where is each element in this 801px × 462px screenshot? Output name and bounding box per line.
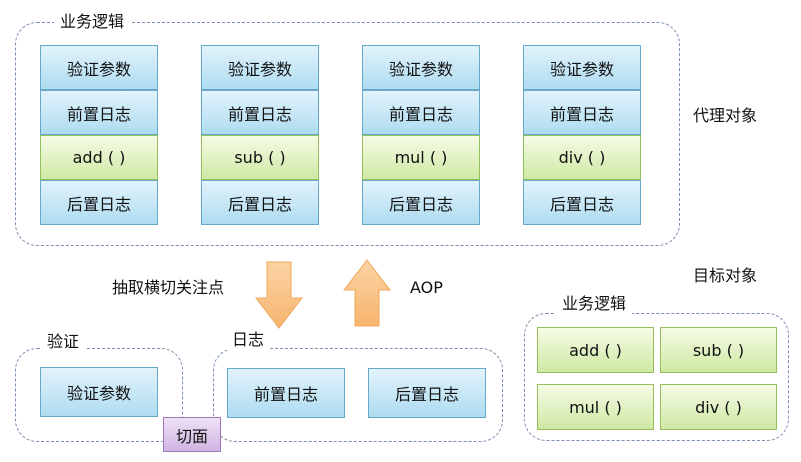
- up-arrow-icon: [342, 259, 392, 327]
- validate-params-box: 验证参数: [523, 45, 641, 90]
- pre-log-box: 前置日志: [523, 90, 641, 135]
- post-log-box: 后置日志: [523, 180, 641, 225]
- pre-log-box: 前置日志: [201, 90, 319, 135]
- target-logic-group-title: 业务逻辑: [556, 294, 633, 314]
- method-sub-box: sub ( ): [201, 135, 319, 180]
- method-mul-box: mul ( ): [362, 135, 480, 180]
- method-div-box: div ( ): [523, 135, 641, 180]
- method-mul-box: mul ( ): [537, 384, 654, 430]
- validation-group-title: 验证: [41, 332, 86, 352]
- target-object-label: 目标对象: [693, 266, 758, 285]
- target-logic-group: [524, 313, 789, 441]
- pre-log-box: 前置日志: [362, 90, 480, 135]
- method-sub-box: sub ( ): [660, 327, 777, 373]
- validate-params-box: 验证参数: [362, 45, 480, 90]
- log-group-title: 日志: [226, 330, 271, 350]
- business-logic-group-title: 业务逻辑: [54, 12, 131, 32]
- pre-log-box: 前置日志: [227, 368, 345, 418]
- validation-group: [15, 348, 183, 442]
- post-log-box: 后置日志: [40, 180, 158, 225]
- post-log-box: 后置日志: [201, 180, 319, 225]
- validate-params-box: 验证参数: [40, 45, 158, 90]
- aop-label: AOP: [410, 278, 443, 297]
- post-log-box: 后置日志: [368, 368, 486, 418]
- post-log-box: 后置日志: [362, 180, 480, 225]
- extract-crosscutting-label: 抽取横切关注点: [112, 278, 225, 297]
- pre-log-box: 前置日志: [40, 90, 158, 135]
- proxy-object-label: 代理对象: [693, 106, 758, 125]
- method-add-box: add ( ): [537, 327, 654, 373]
- aspect-box: 切面: [163, 417, 221, 452]
- method-div-box: div ( ): [660, 384, 777, 430]
- method-add-box: add ( ): [40, 135, 158, 180]
- business-logic-group: [15, 22, 680, 246]
- log-group: [213, 348, 503, 442]
- down-arrow-icon: [254, 261, 304, 329]
- validate-params-box: 验证参数: [40, 367, 158, 417]
- validate-params-box: 验证参数: [201, 45, 319, 90]
